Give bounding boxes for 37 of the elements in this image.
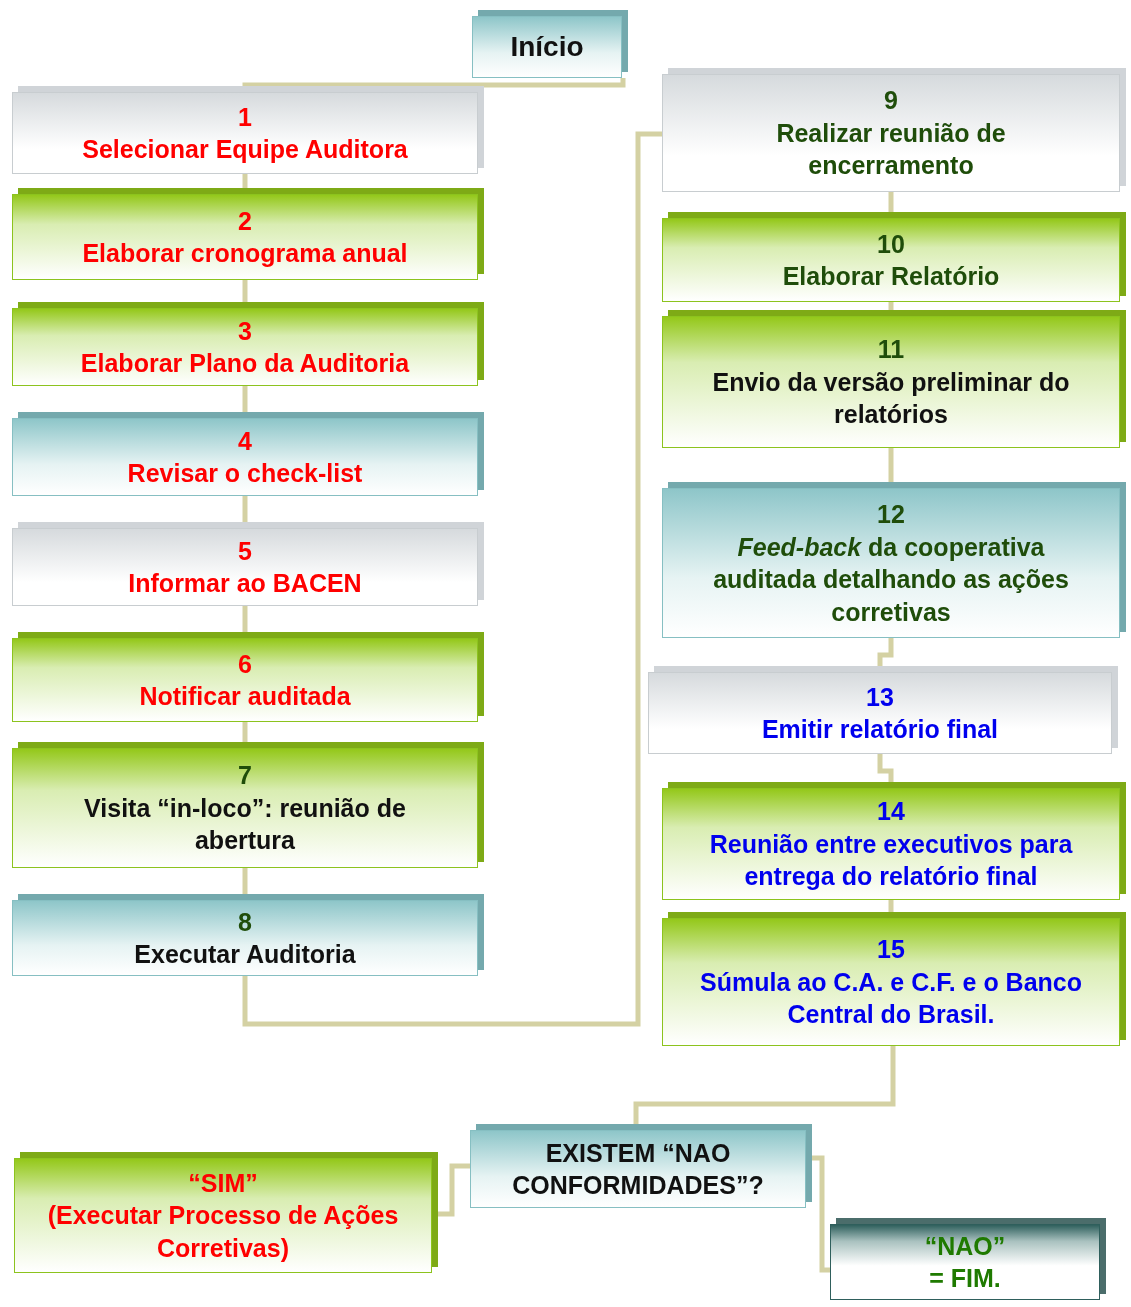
step-label: Visita “in-loco”: reunião de abertura xyxy=(83,792,407,857)
step-heading: “NAO” xyxy=(924,1230,1006,1262)
step-label: Realizar reunião de encerramento xyxy=(775,117,1007,182)
step-heading: “SIM” xyxy=(188,1167,258,1199)
step-heading: 8 xyxy=(238,906,252,938)
step-label: Reunião entre executivos para entrega do relatório final xyxy=(708,828,1074,893)
box-label: Início xyxy=(510,29,584,64)
step-label: Selecionar Equipe Auditora xyxy=(82,134,408,165)
step-label: Elaborar Plano da Auditoria xyxy=(80,348,410,379)
step-heading: 14 xyxy=(877,796,905,828)
step-heading: 3 xyxy=(238,315,252,347)
step-heading: 10 xyxy=(877,228,905,260)
step-label: Emitir relatório final xyxy=(761,714,999,745)
step-label: Elaborar cronograma anual xyxy=(82,238,408,269)
step-heading: 11 xyxy=(877,334,905,366)
box-label: EXISTEM “NAO CONFORMIDADES”? xyxy=(511,1137,765,1201)
step-label: = FIM. xyxy=(929,1263,1001,1294)
step-label: Revisar o check-list xyxy=(127,458,363,489)
step-label: (Executar Processo de Ações Corretivas) xyxy=(46,1200,400,1264)
step-heading: 1 xyxy=(238,101,252,133)
step-label: Envio da versão preliminar do relatórios xyxy=(711,366,1071,431)
connector-line xyxy=(242,131,662,1027)
step-label: Executar Auditoria xyxy=(134,939,356,970)
step-heading: 15 xyxy=(877,934,905,966)
step-heading: 5 xyxy=(238,535,252,567)
step-heading: 4 xyxy=(238,425,252,457)
step-heading: 12 xyxy=(877,499,905,530)
step-label: Súmula ao C.A. e C.F. e o Banco Central do Brasil. xyxy=(699,966,1083,1031)
step-heading: 6 xyxy=(238,648,252,680)
step-label: Notificar auditada xyxy=(139,681,351,712)
step-label: Elaborar Relatório xyxy=(782,261,1000,292)
step-heading: 2 xyxy=(238,205,252,237)
step-label: Informar ao BACEN xyxy=(128,568,362,599)
step-heading: 7 xyxy=(238,760,252,792)
step-heading: 13 xyxy=(866,681,894,713)
step-label: Feed-back da cooperativa auditada detalhando as ações corretivas xyxy=(712,531,1070,628)
step-heading: 9 xyxy=(884,85,898,117)
